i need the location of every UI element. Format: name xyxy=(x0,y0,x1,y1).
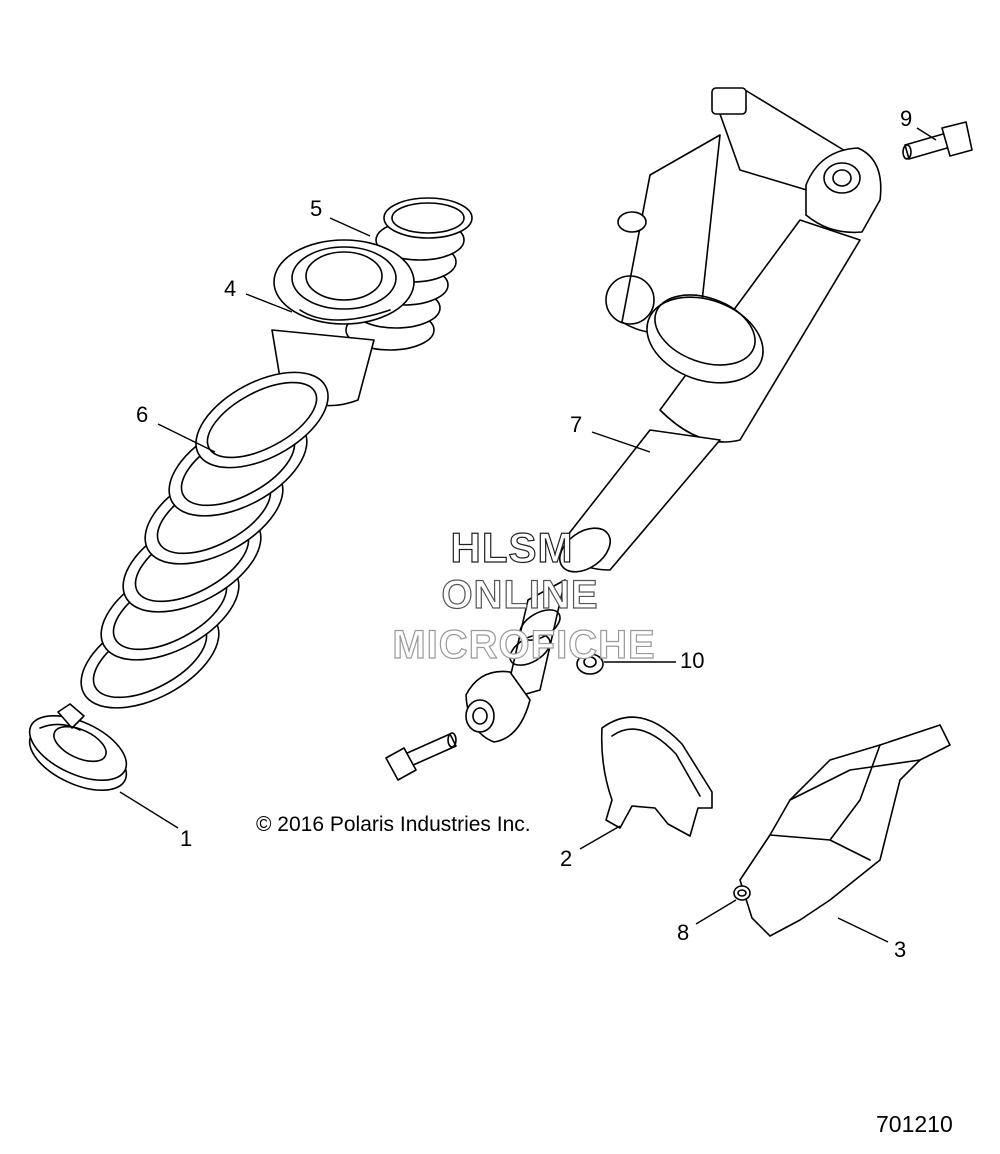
lower-bolt xyxy=(385,732,457,781)
watermark-line-2: ONLINE xyxy=(441,573,598,617)
copyright-notice: © 2016 Polaris Industries Inc. xyxy=(256,813,531,836)
watermark: HLSM ONLINE MICROFICHE xyxy=(392,523,656,667)
part-2-bracket xyxy=(600,716,713,837)
leader-lines xyxy=(119,127,937,943)
callout-6: 6 xyxy=(136,402,148,427)
part-3-shock-guard xyxy=(739,724,951,937)
callout-3: 3 xyxy=(894,937,906,962)
part-9-bolt xyxy=(902,121,973,160)
callout-9: 9 xyxy=(900,106,912,131)
callout-10: 10 xyxy=(680,648,704,673)
watermark-line-3: MICROFICHE xyxy=(392,623,655,667)
watermark-line-1: HLSM xyxy=(451,524,574,571)
callout-4: 4 xyxy=(224,276,236,301)
callout-2: 2 xyxy=(560,846,572,871)
callout-7: 7 xyxy=(570,412,582,437)
callout-5: 5 xyxy=(310,196,322,221)
part-6-main-spring xyxy=(80,371,329,709)
part-7-shock-absorber xyxy=(465,87,882,743)
callout-8: 8 xyxy=(677,920,689,945)
part-1-spring-retainer xyxy=(28,703,128,792)
callout-1: 1 xyxy=(180,826,192,851)
drawing-number: 701210 xyxy=(876,1111,953,1137)
part-8-nut xyxy=(733,885,751,901)
part-10-nut xyxy=(576,653,604,675)
